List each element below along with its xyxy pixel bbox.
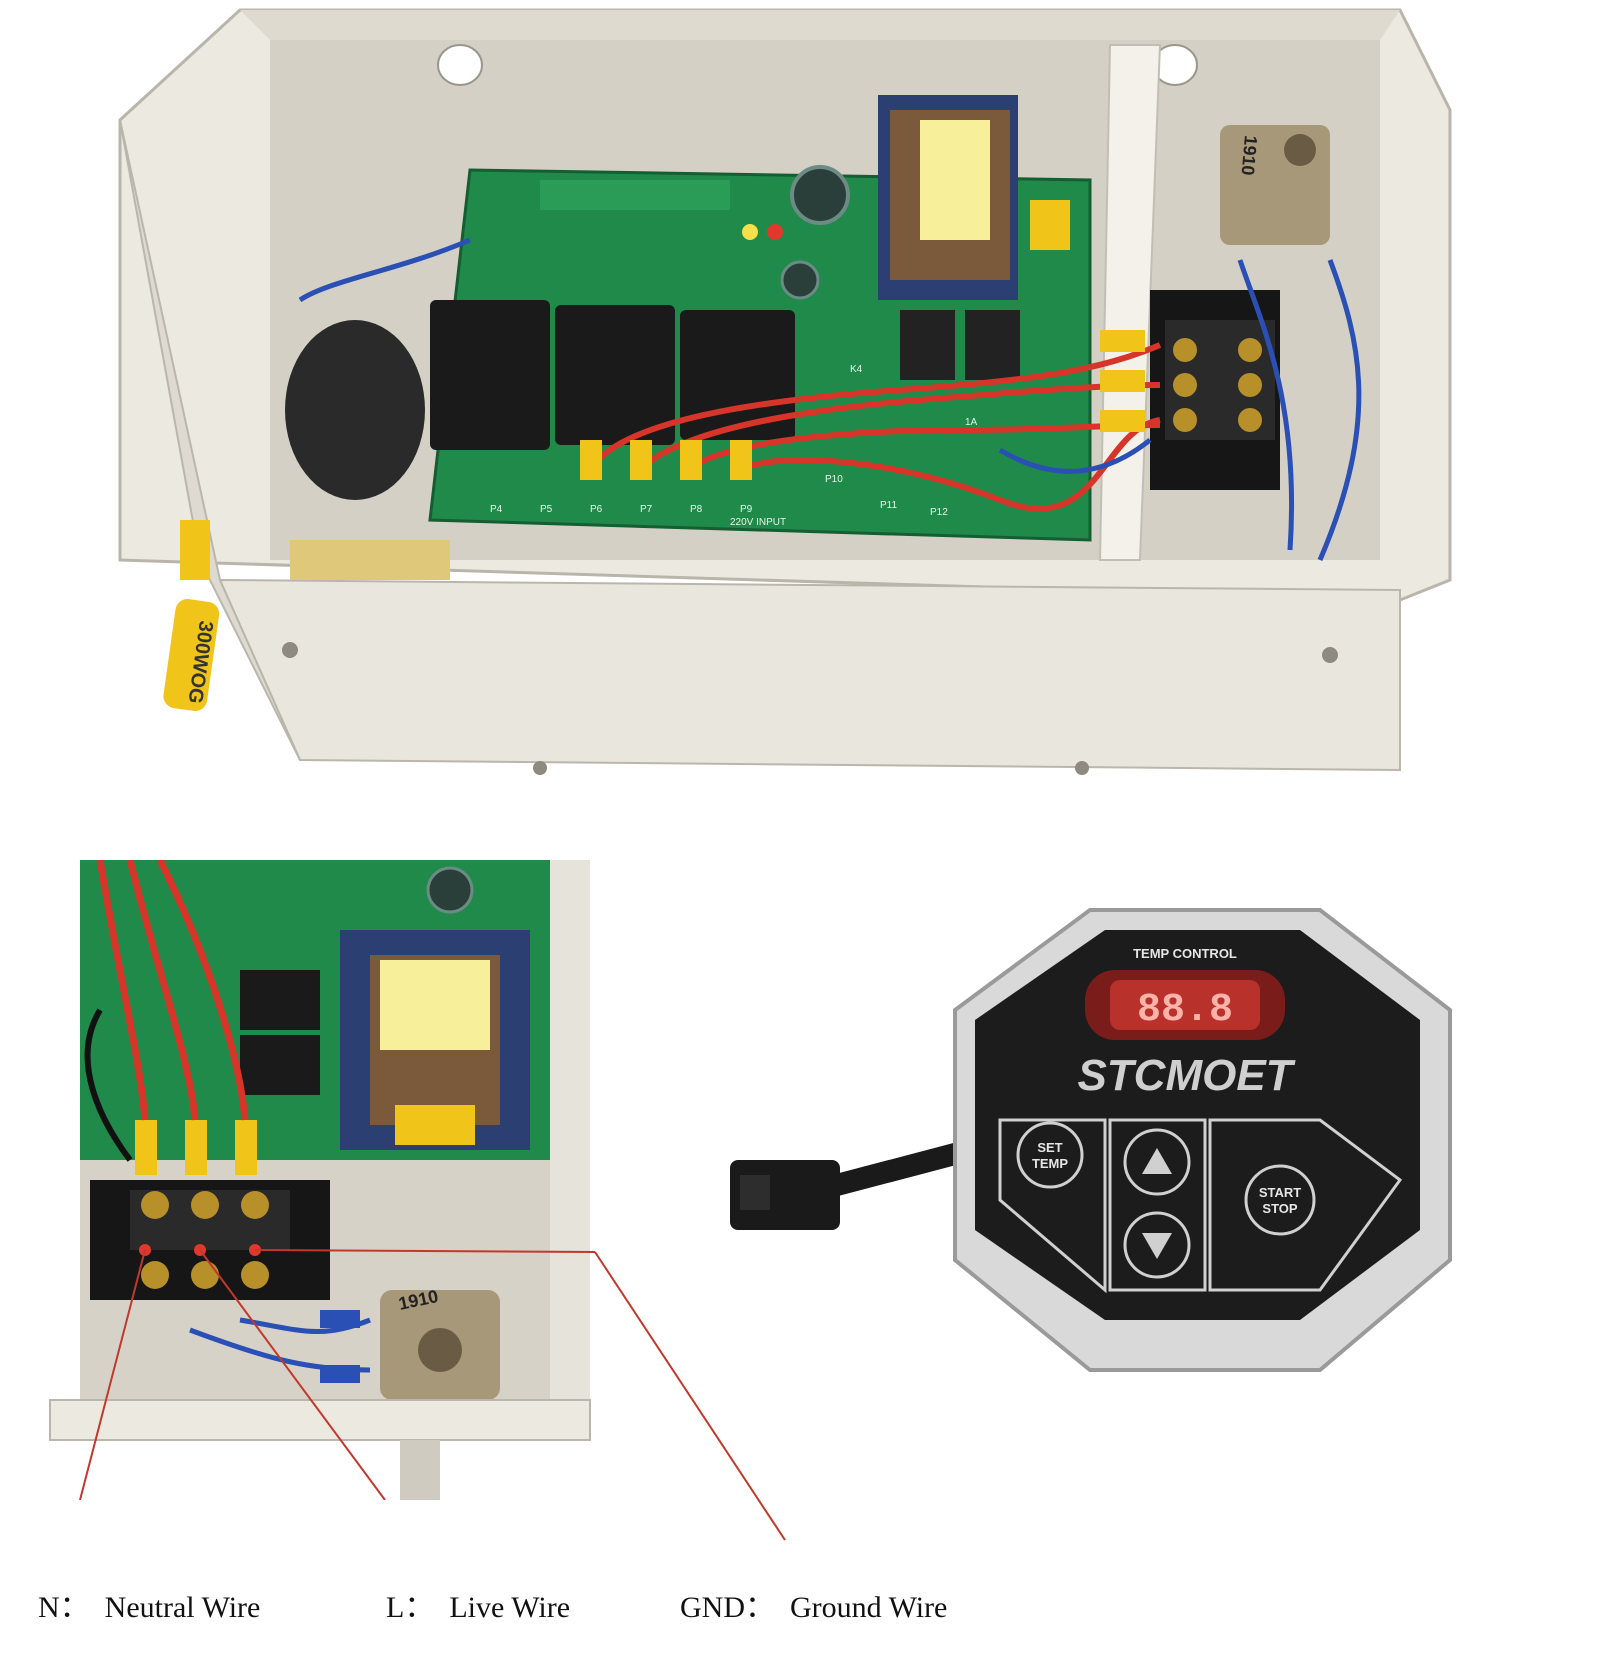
terminal-closeup: 1910	[40, 858, 660, 1501]
gnd-pointer-line	[594, 1251, 786, 1541]
board-silkscreen-label: 220V INPUT	[730, 517, 786, 528]
temp-controller: 88.8 TEMP CONTROL STCMOET SET TEMP START…	[700, 900, 1580, 1460]
board-silkscreen-label: P8	[690, 504, 703, 515]
terminal-illustration: 1910	[49, 858, 596, 1501]
svg-text:TEMP: TEMP	[1032, 1156, 1068, 1171]
board-silkscreen-label: P11	[880, 500, 897, 511]
temp-down-button[interactable]	[1123, 1211, 1191, 1279]
legend-code: N：	[38, 1591, 90, 1624]
legend-neutral: N： Neutral Wire	[8, 1548, 260, 1660]
legend-text: Neutral Wire	[104, 1591, 261, 1624]
arrow-up-icon	[1142, 1148, 1172, 1174]
board-silkscreen-label: P9	[740, 504, 753, 515]
start-stop-button[interactable]: START STOP	[1244, 1164, 1316, 1236]
temp-display: 88.8	[1137, 988, 1233, 1033]
set-temp-button[interactable]: SET TEMP	[1016, 1121, 1084, 1189]
legend-live: L： Live Wire	[356, 1548, 570, 1660]
legend-text: Live Wire	[449, 1591, 571, 1624]
valve-handle	[163, 599, 220, 711]
board-silkscreen-label: P7	[640, 504, 653, 515]
svg-text:SET: SET	[1037, 1140, 1062, 1155]
board-silkscreen-label: P4	[490, 504, 503, 515]
svg-text:STOP: STOP	[1262, 1201, 1297, 1216]
temp-control-header: TEMP CONTROL	[1133, 946, 1237, 961]
legend-ground: GND： Ground Wire	[650, 1548, 947, 1660]
board-silkscreen-label: P5	[540, 504, 553, 515]
board-silkscreen-label: 1A	[965, 417, 978, 428]
legend-code: GND：	[680, 1591, 775, 1624]
temp-up-button[interactable]	[1123, 1128, 1191, 1196]
arrow-down-icon	[1142, 1233, 1172, 1259]
solenoid-label: 1910	[1238, 135, 1261, 177]
controller-illustration: 88.8 TEMP CONTROL STCMOET SET TEMP START…	[730, 908, 1452, 1372]
legend-text: Ground Wire	[790, 1591, 948, 1624]
wire-legend: N： Neutral Wire L： Live Wire GND： Ground…	[0, 1538, 1601, 1624]
board-silkscreen-label: P6	[590, 504, 603, 515]
svg-text:START: START	[1259, 1185, 1301, 1200]
board-silkscreen-label: P10	[825, 474, 843, 485]
legend-code: L：	[386, 1591, 435, 1624]
brand-logo: STCMOET	[1077, 1051, 1295, 1100]
board-silkscreen-label: K4	[850, 364, 863, 375]
board-silkscreen-label: P12	[930, 507, 948, 518]
